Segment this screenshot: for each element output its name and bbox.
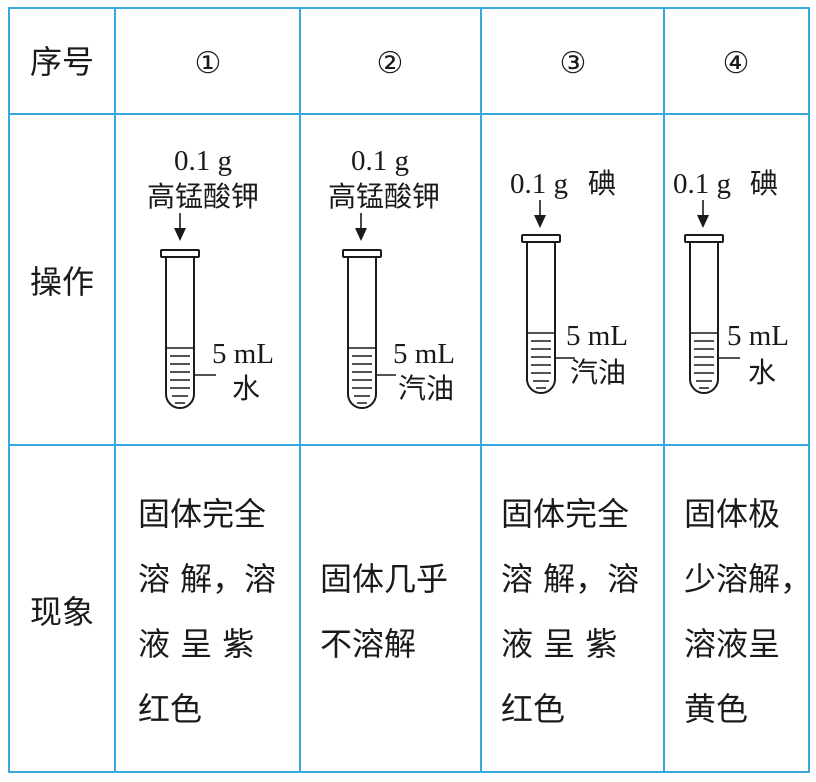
added-substance-3: 碘 — [588, 167, 616, 200]
table-grid — [8, 7, 810, 773]
phenomenon-1-line-2: 溶 解，溶 — [138, 560, 276, 598]
solvent-2: 汽油 — [398, 372, 454, 405]
solvent-4: 水 — [748, 356, 776, 389]
test-tube-icon — [521, 234, 575, 394]
column-4: ④ 0.1 g 碘 5 mL 水 固体极 少溶解， 溶液呈 黄色 — [673, 46, 812, 728]
solvent-volume-2: 5 mL — [393, 338, 455, 370]
phenomenon-4-line-4: 黄色 — [684, 690, 748, 728]
phenomenon-4-line-1: 固体极 — [684, 495, 780, 533]
row-header-index: 序号 — [30, 43, 94, 81]
column-index-1: ① — [195, 46, 222, 81]
solvent-volume-3: 5 mL — [566, 320, 628, 352]
added-amount-1: 0.1 g — [174, 145, 232, 177]
phenomenon-3-line-1: 固体完全 — [501, 495, 629, 533]
column-1: ① 0.1 g 高锰酸钾 5 mL 水 固体完全 溶 解，溶 液 呈 紫 红色 — [138, 46, 276, 728]
down-arrow-icon — [355, 213, 367, 241]
solvent-1: 水 — [232, 372, 260, 405]
column-index-4: ④ — [723, 46, 750, 81]
added-substance-4: 碘 — [750, 167, 778, 200]
added-substance-2: 高锰酸钾 — [328, 180, 440, 213]
phenomenon-2-line-2: 不溶解 — [320, 625, 416, 663]
phenomenon-3-line-4: 红色 — [501, 690, 565, 728]
row-header-operation: 操作 — [30, 263, 94, 301]
phenomenon-3-line-2: 溶 解，溶 — [501, 560, 639, 598]
phenomenon-4-line-3: 溶液呈 — [684, 625, 780, 663]
phenomenon-3-line-3: 液 呈 紫 — [501, 625, 617, 663]
phenomenon-4-line-2: 少溶解， — [684, 560, 812, 598]
column-index-3: ③ — [560, 46, 587, 81]
added-substance-1: 高锰酸钾 — [147, 180, 259, 213]
down-arrow-icon — [174, 213, 186, 241]
row-header-phenomenon: 现象 — [30, 593, 94, 631]
column-index-2: ② — [377, 46, 404, 81]
down-arrow-icon — [697, 200, 709, 228]
test-tube-icon — [160, 249, 216, 409]
added-amount-2: 0.1 g — [351, 145, 409, 177]
phenomenon-1-line-4: 红色 — [138, 690, 202, 728]
column-2: ② 0.1 g 高锰酸钾 5 mL 汽油 固体几乎 不溶解 — [320, 46, 455, 663]
solvent-3: 汽油 — [570, 356, 626, 389]
test-tube-icon — [684, 234, 740, 394]
column-3: ③ 0.1 g 碘 5 mL 汽油 固体完全 溶 解，溶 液 呈 紫 红色 — [501, 46, 639, 728]
down-arrow-icon — [534, 200, 546, 228]
phenomenon-1-line-3: 液 呈 紫 — [138, 625, 254, 663]
added-amount-4: 0.1 g — [673, 168, 731, 200]
table-border — [8, 7, 810, 773]
phenomenon-2-line-1: 固体几乎 — [320, 560, 448, 598]
test-tube-icon — [342, 249, 396, 409]
phenomenon-1-line-1: 固体完全 — [138, 495, 266, 533]
solvent-volume-1: 5 mL — [212, 338, 274, 370]
solvent-volume-4: 5 mL — [727, 320, 789, 352]
added-amount-3: 0.1 g — [510, 168, 568, 200]
